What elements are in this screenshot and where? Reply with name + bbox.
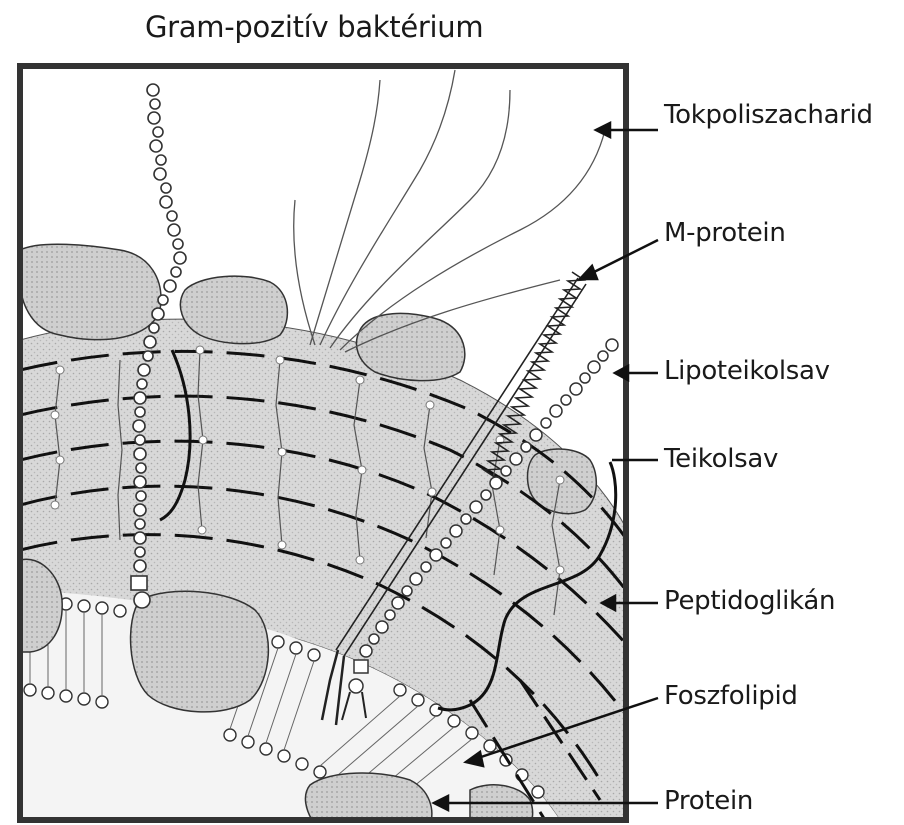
label-m-protein: M-protein — [664, 218, 786, 248]
label-protein: Protein — [664, 786, 753, 816]
label-teichoic-acid: Teikolsav — [664, 444, 778, 474]
label-peptidoglycan: Peptidoglikán — [664, 586, 835, 616]
label-lipoteichoic-acid: Lipoteikolsav — [664, 356, 830, 386]
label-phospholipid: Foszfolipid — [664, 681, 798, 711]
label-capsule-polysaccharide: Tokpoliszacharid — [664, 100, 873, 130]
